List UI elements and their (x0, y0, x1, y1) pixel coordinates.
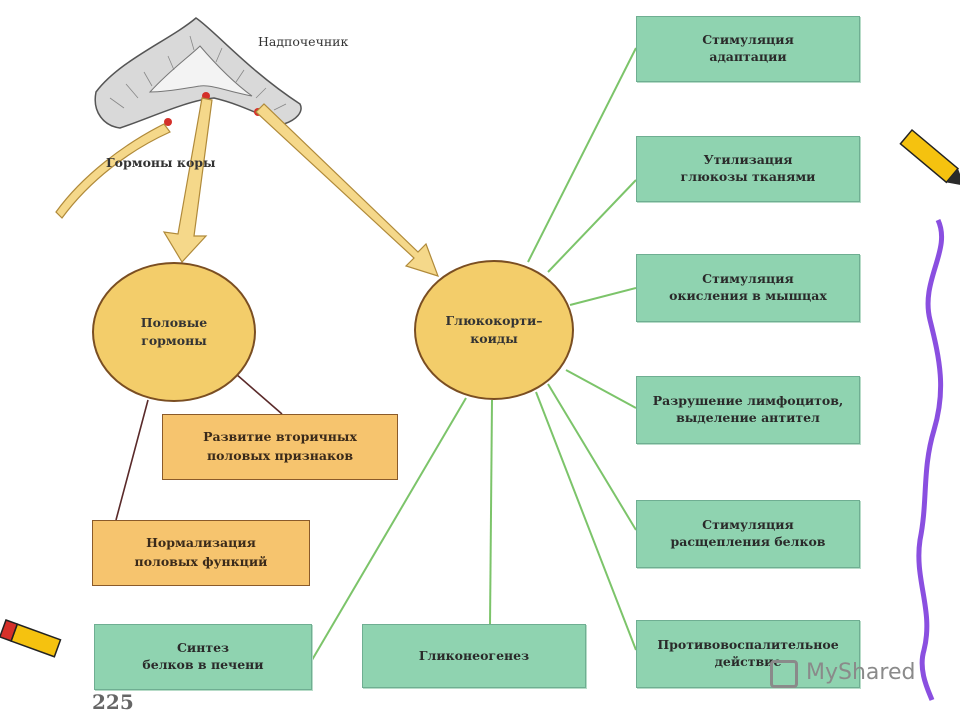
link-proteins (547, 383, 637, 531)
wavy-line-decoration (916, 218, 945, 701)
cortex-hormones-label: Гормоны коры (106, 155, 216, 170)
normalization-box: Нормализация половых функций (92, 520, 310, 586)
link-secondary-traits (235, 373, 283, 415)
effect-antiinflammatory-box: Противовоспалительное действие (636, 620, 860, 688)
watermark-text: MyShared (806, 660, 916, 685)
effect-lymphocytes-box: Разрушение лимфоцитов, выделение антител (636, 376, 860, 444)
effect-glucose-box: Утилизация глюкозы тканями (636, 136, 860, 202)
adrenal-gland-illustration (94, 17, 302, 129)
link-glucose (547, 179, 637, 273)
gluconeogenesis-box: Гликонеогенез (362, 624, 586, 688)
link-liver-synthesis (311, 397, 467, 661)
sex-hormones-node: Половые гормоны (92, 262, 256, 402)
effect-adaptation-box: Стимуляция адаптации (636, 16, 860, 82)
effect-proteins-box: Стимуляция расщепления белков (636, 500, 860, 568)
arrow-to-sex-hormones (162, 97, 213, 263)
page-number: 225 (92, 690, 134, 714)
glucocorticoids-node: Глюкокорти– коиды (414, 260, 574, 400)
link-gluconeogenesis (489, 399, 493, 627)
link-adaptation (527, 47, 637, 263)
arrow-to-glucocorticoids (255, 103, 439, 277)
liver-protein-synthesis-box: Синтез белков в печени (94, 624, 312, 690)
link-oxidation (569, 287, 637, 306)
adrenal-gland-label: Надпочечник (258, 34, 349, 49)
arrow-left-curve (55, 123, 171, 219)
link-normalization (115, 399, 149, 521)
watermark-logo-icon (770, 660, 798, 688)
effect-oxidation-box: Стимуляция окисления в мышцах (636, 254, 860, 322)
pencil-icon-top (899, 128, 960, 186)
pencil-icon-bottom (0, 619, 62, 658)
link-antiinflammatory (535, 391, 637, 651)
link-lymphocytes (565, 369, 637, 409)
secondary-traits-box: Развитие вторичных половых признаков (162, 414, 398, 480)
